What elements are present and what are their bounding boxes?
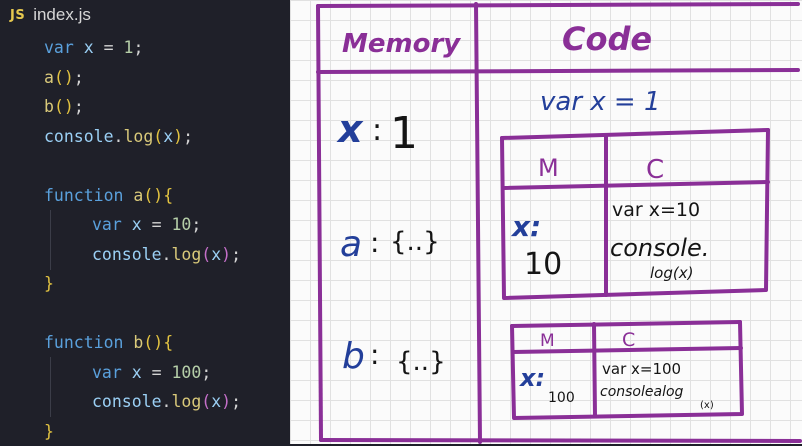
context-b-code-label: C (622, 329, 635, 351)
memory-value-a: {..} (390, 227, 440, 257)
code-line-9: } (0, 269, 290, 299)
memory-key-x: x (336, 107, 364, 151)
context-a-memory-label: M (538, 154, 559, 182)
code-line-11: function b(){ (0, 328, 290, 358)
code-line-2: a(); (0, 63, 290, 93)
context-a-key: x: (510, 210, 541, 243)
code-line-12: var x = 100; (0, 358, 290, 388)
context-b-code-line3: (x) (700, 400, 714, 411)
context-b-value: 100 (548, 390, 575, 406)
memory-key-b: b (342, 336, 365, 377)
code-area[interactable]: var x = 1; a(); b(); console.log(x); fun… (0, 33, 290, 446)
context-a-value: 10 (524, 247, 562, 282)
whiteboard[interactable]: Memory Code x : 1 a : {..} b : {..} var … (290, 0, 802, 444)
execution-context-frame (318, 4, 800, 442)
context-b-code-line1: var x=100 (602, 360, 681, 378)
context-a-code-line3: log(x) (650, 264, 693, 282)
code-line-4: console.log(x); (0, 122, 290, 152)
whiteboard-drawing: Memory Code x : 1 a : {..} b : {..} var … (290, 0, 802, 444)
context-a-code-line2: console. (610, 234, 709, 262)
code-line-8: console.log(x); (0, 240, 290, 270)
memory-key-a: a (340, 224, 362, 265)
code-line-3: b(); (0, 92, 290, 122)
global-code-line: var x = 1 (540, 87, 661, 117)
memory-header: Memory (342, 29, 461, 59)
code-line-13: console.log(x); (0, 387, 290, 417)
context-a-code-line1: var x=10 (612, 199, 700, 221)
memory-colon: : (372, 113, 382, 148)
code-line-10 (0, 299, 290, 329)
memory-colon: : (370, 338, 379, 371)
memory-value-x: 1 (390, 108, 418, 159)
code-line-1: var x = 1; (0, 33, 290, 63)
file-tab-label: index.js (33, 5, 91, 25)
code-line-5 (0, 151, 290, 181)
code-editor: JS index.js var x = 1; a(); b(); console… (0, 0, 290, 444)
context-a-code-label: C (646, 155, 664, 185)
javascript-file-icon: JS (10, 8, 25, 23)
code-header: Code (562, 20, 652, 58)
context-b-memory-label: M (540, 331, 555, 351)
code-line-6: function a(){ (0, 181, 290, 211)
context-b-code-line2: consolealog (600, 384, 684, 400)
file-tab[interactable]: JS index.js (0, 0, 290, 30)
context-b-key: x: (519, 364, 545, 392)
memory-value-b: {..} (396, 347, 446, 377)
memory-colon: : (370, 226, 379, 259)
code-line-7: var x = 10; (0, 210, 290, 240)
code-line-14: } (0, 417, 290, 446)
